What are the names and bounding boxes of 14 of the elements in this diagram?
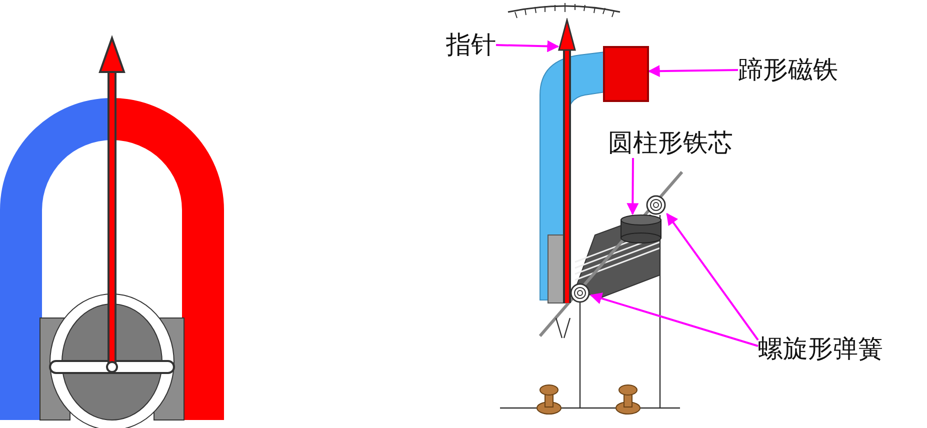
- part-label: 圆柱形铁芯: [608, 128, 733, 158]
- part-label: 蹄形磁铁: [738, 55, 838, 85]
- leader-line: [590, 292, 758, 347]
- iron-core-cylinder: [620, 214, 662, 244]
- leader-line: [648, 65, 738, 78]
- spiral-spring: [569, 282, 591, 304]
- part-label: 螺旋形弹簧: [758, 334, 883, 364]
- magnet-pole: [603, 46, 649, 102]
- leader-line: [626, 158, 639, 216]
- pointer-needle: [558, 18, 576, 303]
- leader-line: [666, 212, 759, 341]
- spiral-spring: [645, 194, 667, 216]
- part-label: 指针: [446, 30, 496, 60]
- leader-line: [496, 40, 560, 52]
